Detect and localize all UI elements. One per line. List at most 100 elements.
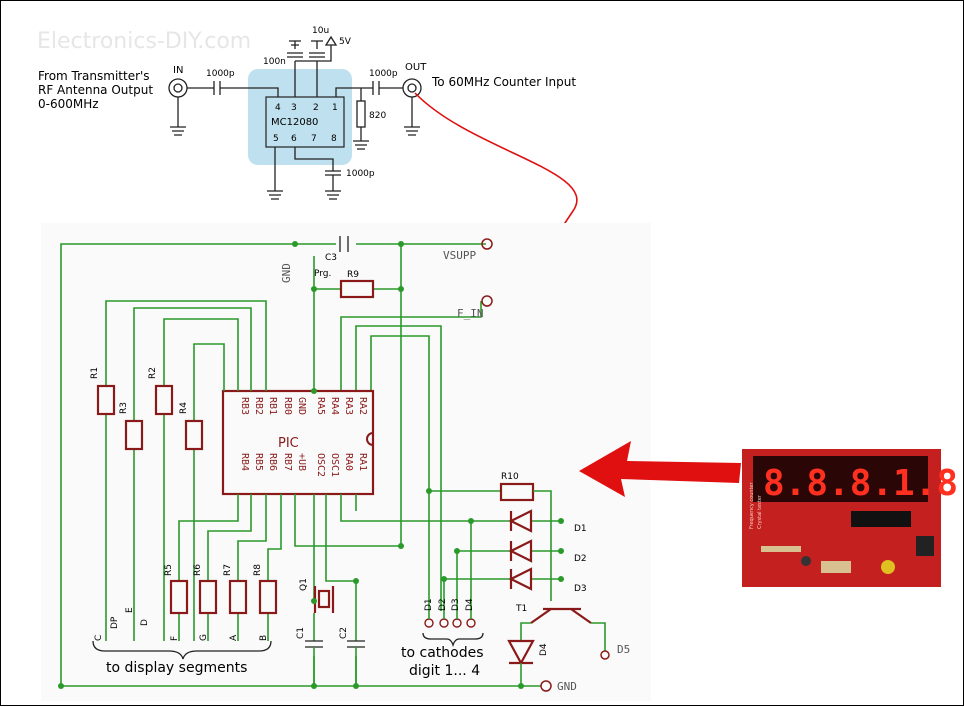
watermark: Electronics-DIY.com xyxy=(37,29,251,54)
source-line-3: 0-600MHz xyxy=(38,97,99,111)
r2-label: R2 xyxy=(148,367,158,379)
pic-label: PIC xyxy=(278,436,299,451)
gnd-terminal[interactable] xyxy=(540,680,552,692)
cathode-d2: D2 xyxy=(438,598,448,611)
rf-out-jack xyxy=(402,78,422,98)
cathode-pins xyxy=(424,491,476,628)
d5-label: D5 xyxy=(617,643,630,656)
r4-label: R4 xyxy=(179,402,189,414)
d5-terminal[interactable] xyxy=(600,650,610,660)
junction-dots xyxy=(58,241,564,689)
cathode-d3: D3 xyxy=(451,598,461,611)
seg-d: D xyxy=(140,619,150,626)
d2-label: D2 xyxy=(574,554,587,564)
counter-panel xyxy=(41,223,651,701)
q1-label: Q1 xyxy=(299,578,309,591)
vsupp-terminal[interactable] xyxy=(481,238,493,250)
cap-in-label: 1000p xyxy=(206,69,235,79)
r9 xyxy=(339,279,375,299)
ic-pin-bottom-rb6: RB6 xyxy=(267,453,278,471)
caption-cathodes-2: digit 1... 4 xyxy=(409,663,480,679)
cathode-d4: D4 xyxy=(465,598,475,611)
source-line-2: RF Antenna Output xyxy=(38,83,153,97)
pin-7: 7 xyxy=(311,134,317,144)
vcc-label: 5V xyxy=(339,37,352,47)
prescaler-circuit: MC12080 4 3 2 1 5 6 7 8 IN From Transmit… xyxy=(38,26,576,200)
t1-label: T1 xyxy=(515,604,527,614)
cap-bottom-label: 1000p xyxy=(346,169,375,179)
led-reading: 8.8.8.1.8 xyxy=(763,463,958,504)
cap-100n-label: 100n xyxy=(263,57,286,67)
r7 xyxy=(228,579,248,615)
mc12080-body xyxy=(265,96,345,148)
ic-pin-top-ra2: RA2 xyxy=(357,397,368,415)
seg-dp: DP xyxy=(110,616,120,629)
r5 xyxy=(169,579,189,615)
ic-pin-top-rb3: RB3 xyxy=(239,397,250,415)
ic-pin-bottom-plus-ub: +UB xyxy=(296,453,307,471)
seg-e: E xyxy=(125,607,135,613)
r8-label: R8 xyxy=(253,564,263,576)
led-display xyxy=(753,456,928,502)
d4-label: D4 xyxy=(539,643,549,656)
ic-pin-bottom-rb7: RB7 xyxy=(282,453,293,471)
ic-pin-top-ra5: RA5 xyxy=(315,397,326,415)
junction-dot xyxy=(468,518,474,524)
seg-a: A xyxy=(229,634,239,641)
seg-f: F xyxy=(170,636,180,641)
junction-dot xyxy=(426,488,432,494)
source-line-1: From Transmitter's xyxy=(38,69,150,83)
rf-in-jack xyxy=(168,78,188,98)
r3-label: R3 xyxy=(119,402,129,414)
seg-b: B xyxy=(259,635,269,641)
r3 xyxy=(124,419,144,451)
ic-pin-top-rb1: RB1 xyxy=(267,397,278,415)
ic-pin-bottom-rb4: RB4 xyxy=(239,453,250,471)
f-in-label: F_IN xyxy=(457,307,484,320)
junction-dot xyxy=(353,578,359,584)
photo-pointer-arrow xyxy=(579,441,741,497)
prg-label: Prg. xyxy=(314,269,331,279)
junction-dot xyxy=(311,683,317,689)
pin-1: 1 xyxy=(332,103,338,113)
segments-brace xyxy=(92,640,272,660)
junction-dot xyxy=(398,543,404,549)
res-820 xyxy=(356,100,366,128)
out-label: OUT xyxy=(405,62,427,73)
dest-label: To 60MHz Counter Input xyxy=(431,75,576,89)
seg-g: G xyxy=(199,634,209,641)
pin-8: 8 xyxy=(331,134,337,144)
vsupp-label: VSUPP xyxy=(443,249,476,262)
ic-pin-top-rb0: RB0 xyxy=(282,397,293,415)
board-text-2: Crystal tester xyxy=(757,494,763,529)
segment-resistors-top: R1 R3 R2 R4 xyxy=(90,300,267,641)
cap-10u-label: 10u xyxy=(312,26,329,36)
r6-label: R6 xyxy=(193,564,203,576)
r6 xyxy=(198,579,218,615)
gnd-label: GND xyxy=(557,680,577,693)
cap-out-label: 1000p xyxy=(369,69,398,79)
junction-dot xyxy=(441,576,447,582)
chip-name: MC12080 xyxy=(271,117,318,128)
diodes: D1 D2 D3 xyxy=(444,509,587,611)
junction-dot xyxy=(398,241,404,247)
cathodes-brace xyxy=(422,632,484,648)
pcb-photo: 8.8.8.1.8 Frequency counter Crystal test… xyxy=(742,449,958,587)
f-in-terminal[interactable] xyxy=(481,295,493,307)
ic-pin-top-ra4: RA4 xyxy=(329,397,340,415)
seg-c: C xyxy=(94,635,104,641)
d1-label: D1 xyxy=(574,524,587,534)
ic-pin-top-ra3: RA3 xyxy=(343,397,354,415)
junction-dot xyxy=(558,548,564,554)
pcb-chip xyxy=(851,511,911,527)
pin-6: 6 xyxy=(291,134,297,144)
pin-2: 2 xyxy=(313,103,319,113)
res-820-label: 820 xyxy=(369,111,386,121)
r7-label: R7 xyxy=(223,564,233,576)
r10 xyxy=(499,482,535,502)
junction-dot xyxy=(353,683,359,689)
r9-label: R9 xyxy=(347,270,359,280)
